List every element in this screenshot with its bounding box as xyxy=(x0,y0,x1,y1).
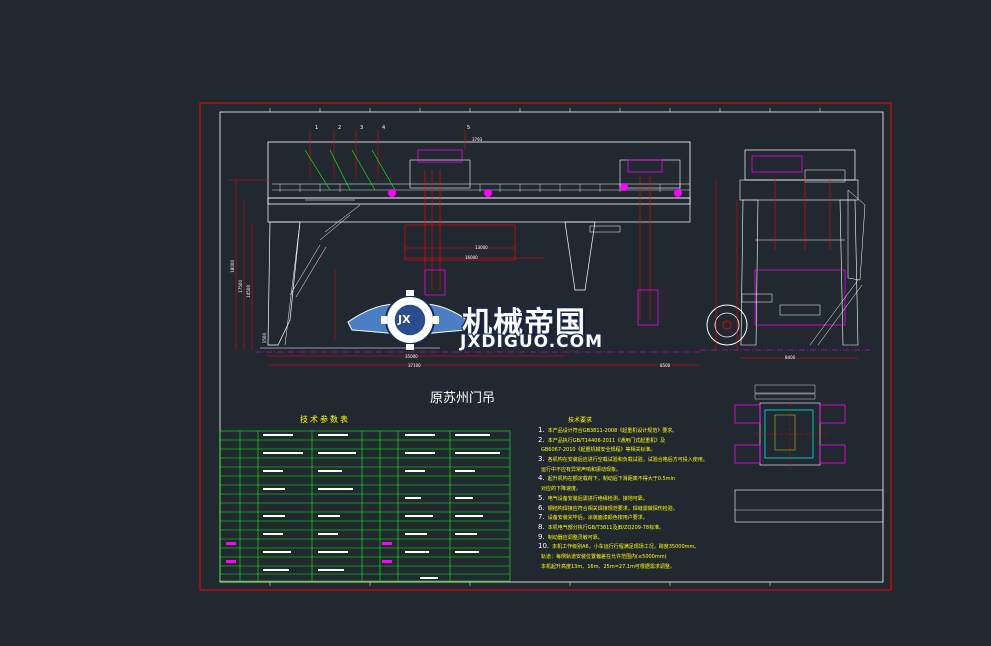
dim-right: 8500 xyxy=(660,363,671,368)
callout-2: 2 xyxy=(338,125,342,131)
dim-top: 3793 xyxy=(472,137,483,142)
inner-frame xyxy=(219,111,884,583)
callout-1: 1 xyxy=(315,125,319,131)
dim-left-h3: 14500 xyxy=(246,285,251,298)
tech-note: 5.电气设备安装后需进行绝缘检测，接地可靠。 xyxy=(538,493,648,502)
tech-note: 运行中不应有异常声响和振动现象。 xyxy=(541,466,622,473)
tech-note: 3.各机构在安装后应进行空载试验和负载试验，试验合格后方可投入使用。 xyxy=(538,455,708,464)
tech-note: 2.本产品执行GB/T14406-2011《通用门式起重机》及 xyxy=(538,435,666,444)
param-table-markers xyxy=(226,542,392,563)
callout-5: 5 xyxy=(467,125,471,131)
dim-left-h2: 17500 xyxy=(238,280,243,293)
tech-note: 1.本产品设计符合GB3811-2008《起重机设计规范》要求。 xyxy=(538,426,678,434)
tech-note: GB6067-2010《起重机械安全规程》等相关标准。 xyxy=(541,447,656,454)
frame-ticks xyxy=(269,108,821,586)
watermark-logo xyxy=(347,290,471,350)
tech-note: 4.起升机构在额定载荷下，制动后下滑距离不得大于0.5min xyxy=(538,474,676,483)
param-table-dots xyxy=(263,434,500,579)
dim-side-width: 8400 xyxy=(785,355,796,360)
plan-view xyxy=(734,384,846,470)
watermark-badge: JX xyxy=(398,313,411,326)
dim-mid-b: 16000 xyxy=(465,255,478,260)
outer-frame xyxy=(199,102,892,591)
tech-req-title: 技术要求 xyxy=(568,417,593,424)
dim-span: 35000 xyxy=(405,354,418,359)
tech-note: 本机起升高度13m、16m、25m=27.1m可根据需求调整。 xyxy=(541,563,675,570)
dim-overall: 37100 xyxy=(408,363,421,368)
tech-note: 轨道：每侧轨道安装位置偏差在允许范围内(≤5000mm) xyxy=(541,553,667,560)
callout-3: 3 xyxy=(360,125,364,131)
side-view-gantry xyxy=(700,149,870,359)
dim-mid-a: 13000 xyxy=(475,245,488,250)
watermark-brand-cn: 机械帝国 xyxy=(462,306,586,341)
tech-note: 对应的下降速度。 xyxy=(541,486,582,493)
dim-low: 1500 xyxy=(262,333,267,344)
dim-left-h1: 18000 xyxy=(230,260,235,273)
tech-note: 8.本机电气部分执行GB/T3811及JB/ZQ209-78标准。 xyxy=(538,522,665,531)
tech-note: 10.本机工作级别A6，小车运行行程满足现场工况，跨度35000mm。 xyxy=(538,542,700,551)
drawing-title: 原苏州门吊 xyxy=(430,391,496,406)
tech-notes-list: 1.本产品设计符合GB3811-2008《起重机设计规范》要求。 2.本产品执行… xyxy=(538,426,724,571)
param-table-lines xyxy=(219,430,511,582)
tech-note: 7.设备安装完毕后，涂装面漆颜色按用户要求。 xyxy=(538,513,648,522)
tech-note: 9.制动器应调整灵敏可靠。 xyxy=(538,532,603,541)
tech-note: 6.钢结构焊接应符合相关焊接规范要求，焊缝需做探伤检验。 xyxy=(538,503,678,512)
title-block-box xyxy=(734,489,884,523)
watermark-brand-en: JXDIGUO.COM xyxy=(460,332,604,352)
front-view-gantry xyxy=(228,130,700,366)
callout-4: 4 xyxy=(382,125,386,131)
param-table-title: 技术参数表 xyxy=(300,415,350,424)
